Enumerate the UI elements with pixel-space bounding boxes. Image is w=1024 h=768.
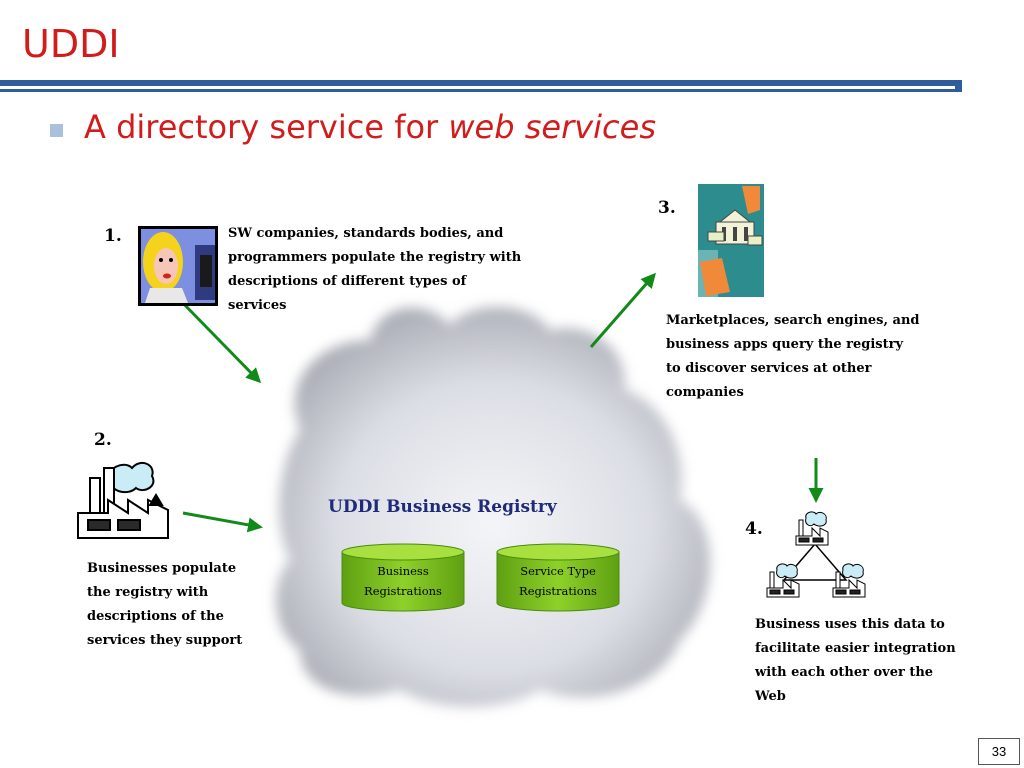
step-4-caption: Business uses this data to facilitate ea… — [755, 613, 956, 709]
title-rule — [0, 80, 962, 86]
caption-line: companies — [666, 385, 744, 400]
database-label-line: Registrations — [364, 584, 442, 598]
woman-at-computer-icon — [138, 226, 218, 306]
step-1-number: 1. — [104, 226, 122, 246]
caption-line: Marketplaces, search engines, and — [666, 313, 920, 328]
caption-line: Web — [755, 689, 786, 704]
database-label-business: Business Registrations — [342, 561, 464, 601]
step-3-caption: Marketplaces, search engines, and busine… — [666, 309, 920, 405]
factory-node-right — [832, 563, 866, 598]
step-3-number: 3. — [658, 198, 676, 218]
caption-line: Businesses populate — [87, 561, 237, 576]
caption-line: services — [228, 298, 287, 313]
bullet-emphasis: web services — [448, 108, 656, 146]
caption-line: facilitate easier integration — [755, 641, 956, 656]
database-label-service-type: Service Type Registrations — [497, 561, 619, 601]
bullet-text: A directory service for web services — [84, 108, 656, 146]
arrow-step2 — [182, 511, 263, 533]
database-label-line: Registrations — [519, 584, 597, 598]
database-label-line: Business — [377, 564, 429, 578]
factory-network-icon — [766, 511, 866, 598]
title-rule-end — [955, 80, 962, 92]
factory-node-left — [766, 563, 800, 598]
step-2-number: 2. — [94, 430, 112, 450]
caption-line: SW companies, standards bodies, and — [228, 226, 504, 241]
arrow-step3 — [589, 272, 656, 348]
caption-line: descriptions of the — [87, 609, 224, 624]
caption-line: business apps query the registry — [666, 337, 904, 352]
arrow-step1 — [174, 294, 262, 384]
database-label-line: Service Type — [520, 564, 596, 578]
step-4-number: 4. — [745, 519, 763, 539]
database-service-type-registrations — [496, 543, 620, 612]
caption-line: the registry with — [87, 585, 209, 600]
registry-title: UDDI Business Registry — [328, 497, 557, 517]
title-rule-thin — [0, 89, 962, 92]
slide-title: UDDI — [22, 22, 120, 66]
caption-line: programmers populate the registry with — [228, 250, 522, 265]
caption-line: Business uses this data to — [755, 617, 945, 632]
bullet-prefix: A directory service for — [84, 108, 449, 146]
step-2-caption: Businesses populate the registry with de… — [87, 557, 242, 653]
hands-exchanging-money-icon — [698, 184, 764, 297]
factory-icon — [77, 461, 169, 539]
caption-line: to discover services at other — [666, 361, 872, 376]
caption-line: descriptions of different types of — [228, 274, 467, 289]
step-1-caption: SW companies, standards bodies, and prog… — [228, 222, 521, 318]
page-number: 33 — [978, 738, 1020, 765]
bullet-marker — [50, 124, 63, 137]
database-business-registrations — [341, 543, 465, 612]
caption-line: services they support — [87, 633, 243, 648]
caption-line: with each other over the — [755, 665, 934, 680]
factory-node-top — [795, 511, 829, 546]
